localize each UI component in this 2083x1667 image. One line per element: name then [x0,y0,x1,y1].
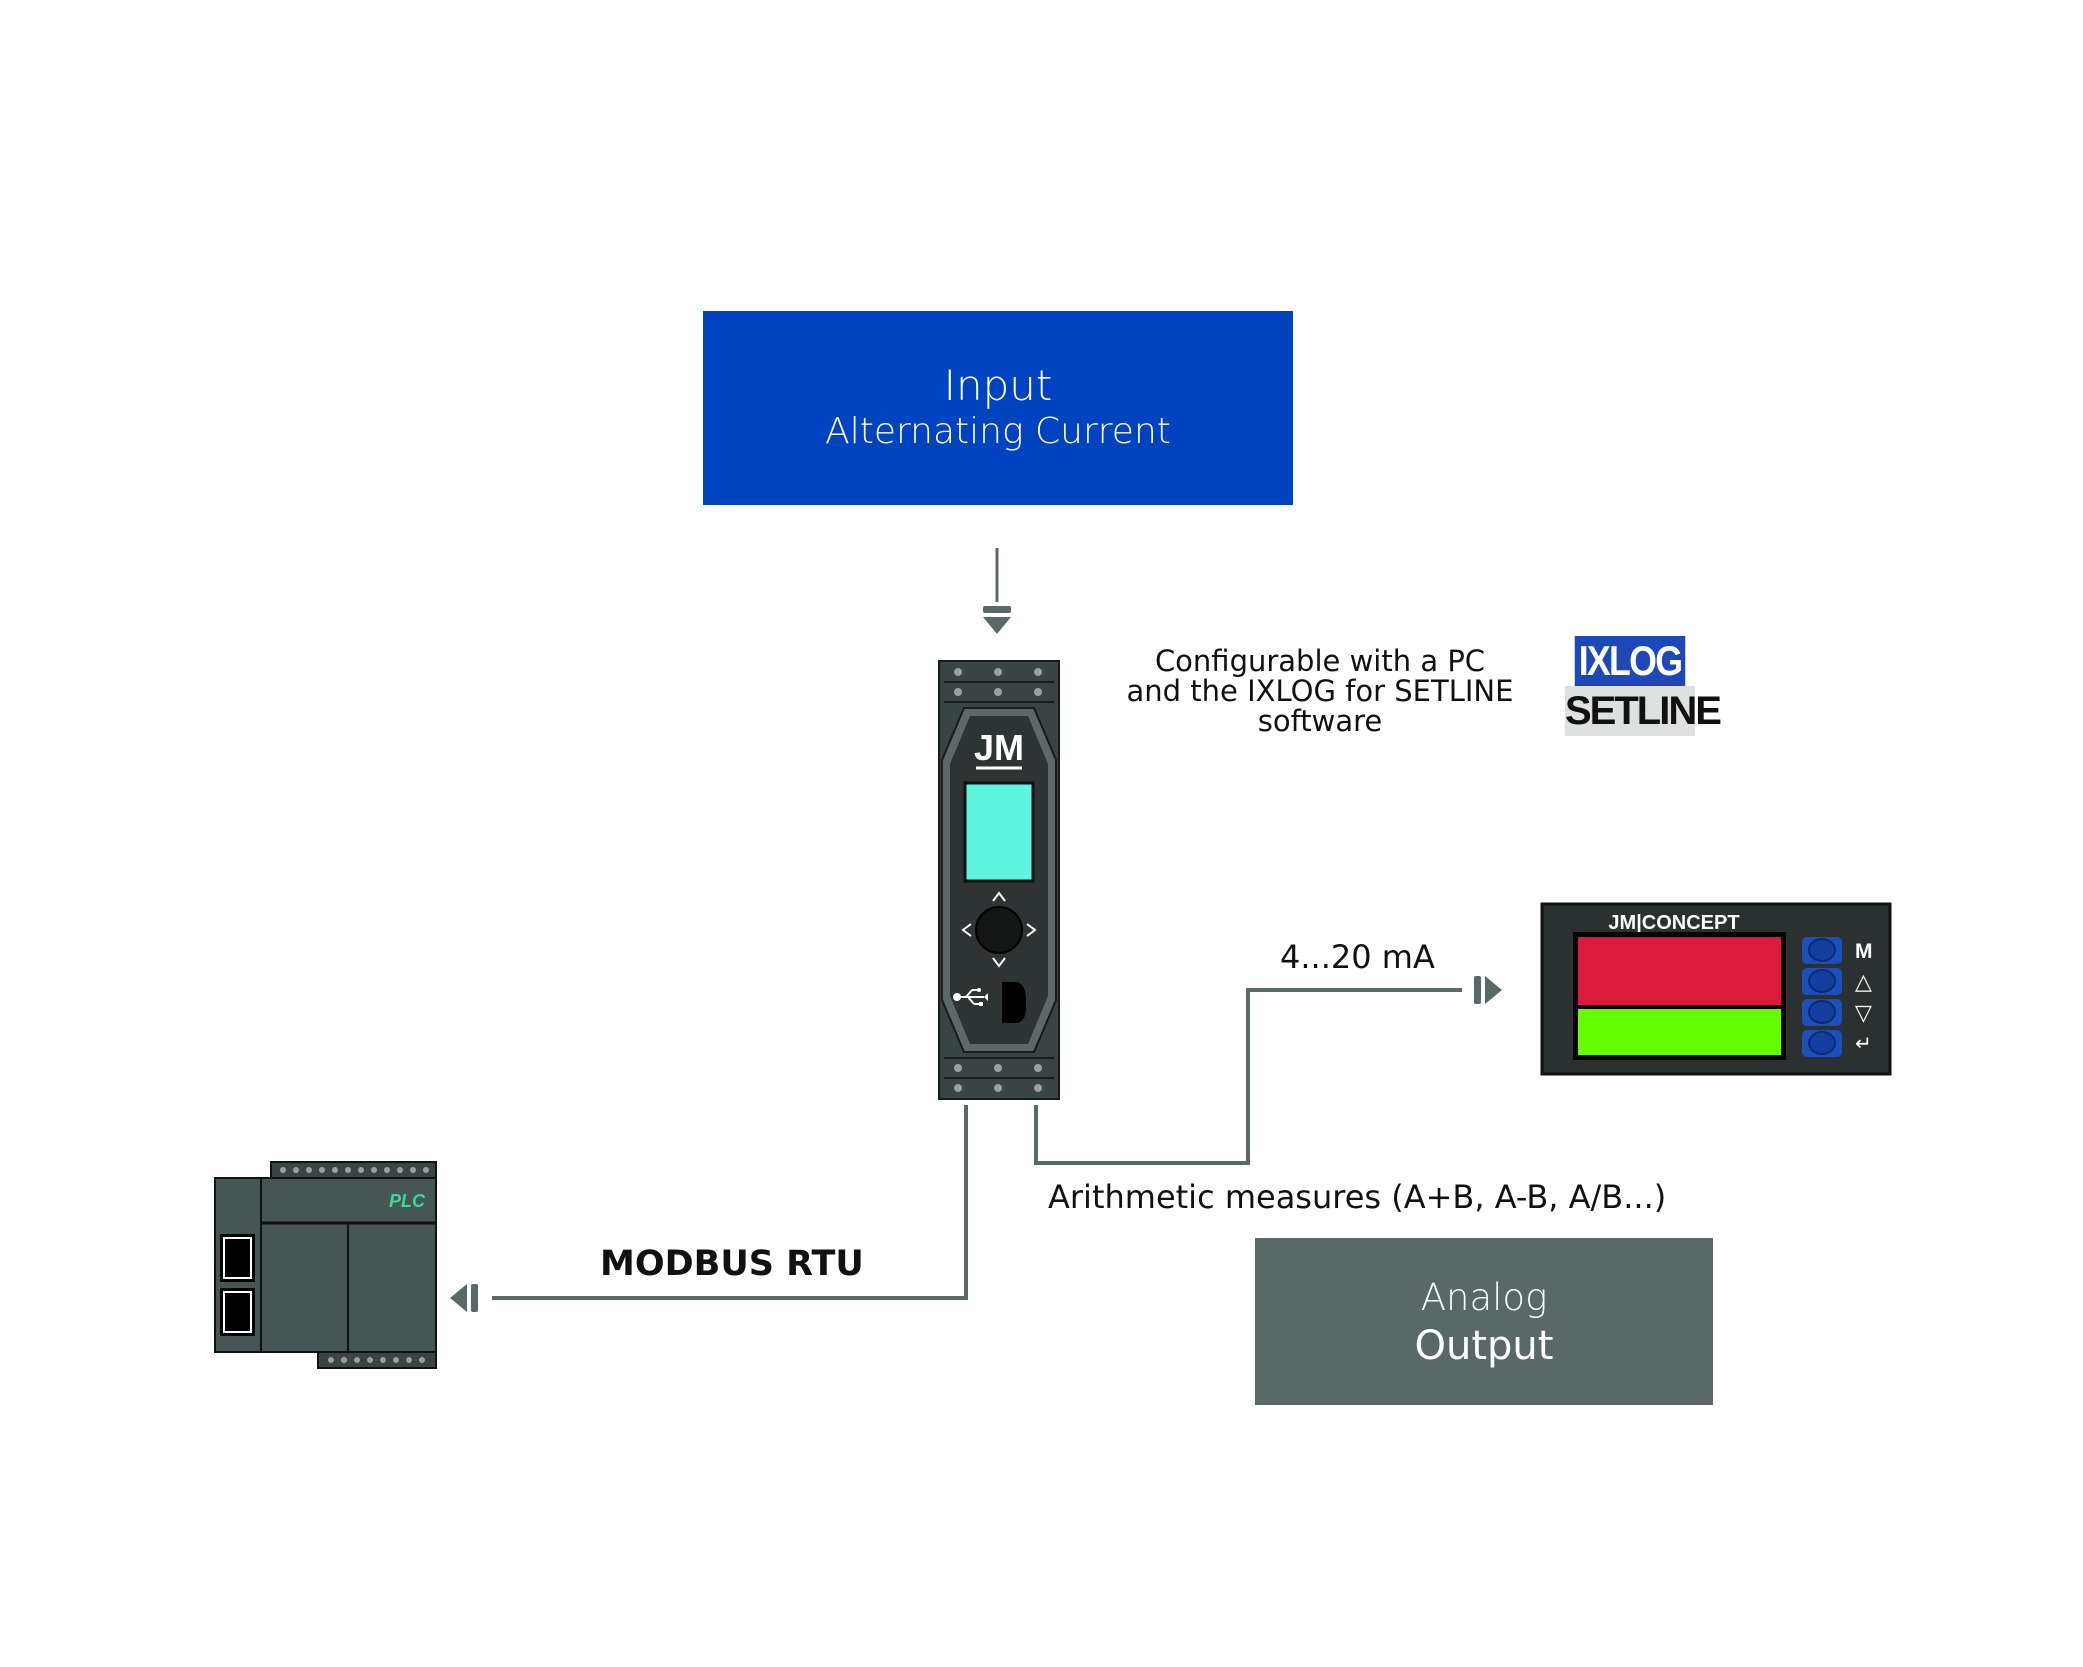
input-block: Input Alternating Current [703,311,1293,505]
m-label: M [1855,940,1873,963]
module-screen [963,781,1035,883]
plc-label: PLC [389,1191,426,1211]
config-description: Configurable with a PC and the IXLOG for… [1110,646,1530,736]
nav-right-icon [1026,923,1037,937]
analog-signal-label: 4...20 mA [1280,938,1435,976]
nav-left-icon [961,923,972,937]
arithmetic-label: Arithmetic measures (A+B, A-B, A/B...) [1048,1178,1667,1216]
config-line-3: software [1257,704,1383,738]
nav-knob[interactable] [975,906,1023,954]
logo-ixlog: IXLOG [1574,636,1686,686]
up-triangle-icon: △ [1855,969,1872,994]
plc-device: PLC [214,1161,437,1369]
nav-down-icon [992,957,1006,968]
arrow-right-icon [1485,976,1502,1004]
output-title: Analog [1420,1275,1548,1319]
module-brand: JM [974,727,1024,768]
display-button-down[interactable] [1802,999,1842,1026]
analog-output-line [1034,976,1502,1165]
plc-port-1[interactable] [223,1237,252,1279]
usb-port[interactable] [1002,982,1026,1023]
arrow-left-icon [450,1284,467,1312]
output-subtitle: Output [1414,1322,1554,1369]
display-top-readout [1578,937,1781,1005]
config-line-1: Configurable with a PC [1154,644,1486,678]
display-button-enter[interactable] [1802,1030,1842,1057]
modbus-line [450,1105,968,1312]
input-subtitle: Alternating Current [825,411,1171,452]
display-bottom-readout [1578,1009,1781,1055]
logo-setline: SETLINE [1565,686,1722,736]
input-title: Input [943,361,1053,410]
ixlog-setline-logo: IXLOG SETLINE [1565,636,1722,736]
display-button-m[interactable] [1802,937,1842,964]
down-triangle-icon: ▽ [1855,1000,1872,1025]
jm-module: JM [938,660,1060,1100]
panel-display: JM|CONCEPT M △ ▽ ↵ [1540,902,1892,1076]
output-block: Analog Output [1255,1238,1713,1405]
config-line-2: and the IXLOG for SETLINE [1126,674,1514,708]
usb-icon [953,988,988,1006]
modbus-label: MODBUS RTU [600,1244,864,1284]
display-button-up[interactable] [1802,968,1842,995]
input-arrow [983,548,1011,634]
enter-icon: ↵ [1855,1033,1872,1055]
plc-port-2[interactable] [223,1291,252,1333]
display-brand: JM|CONCEPT [1608,912,1739,934]
nav-up-icon [992,891,1006,902]
